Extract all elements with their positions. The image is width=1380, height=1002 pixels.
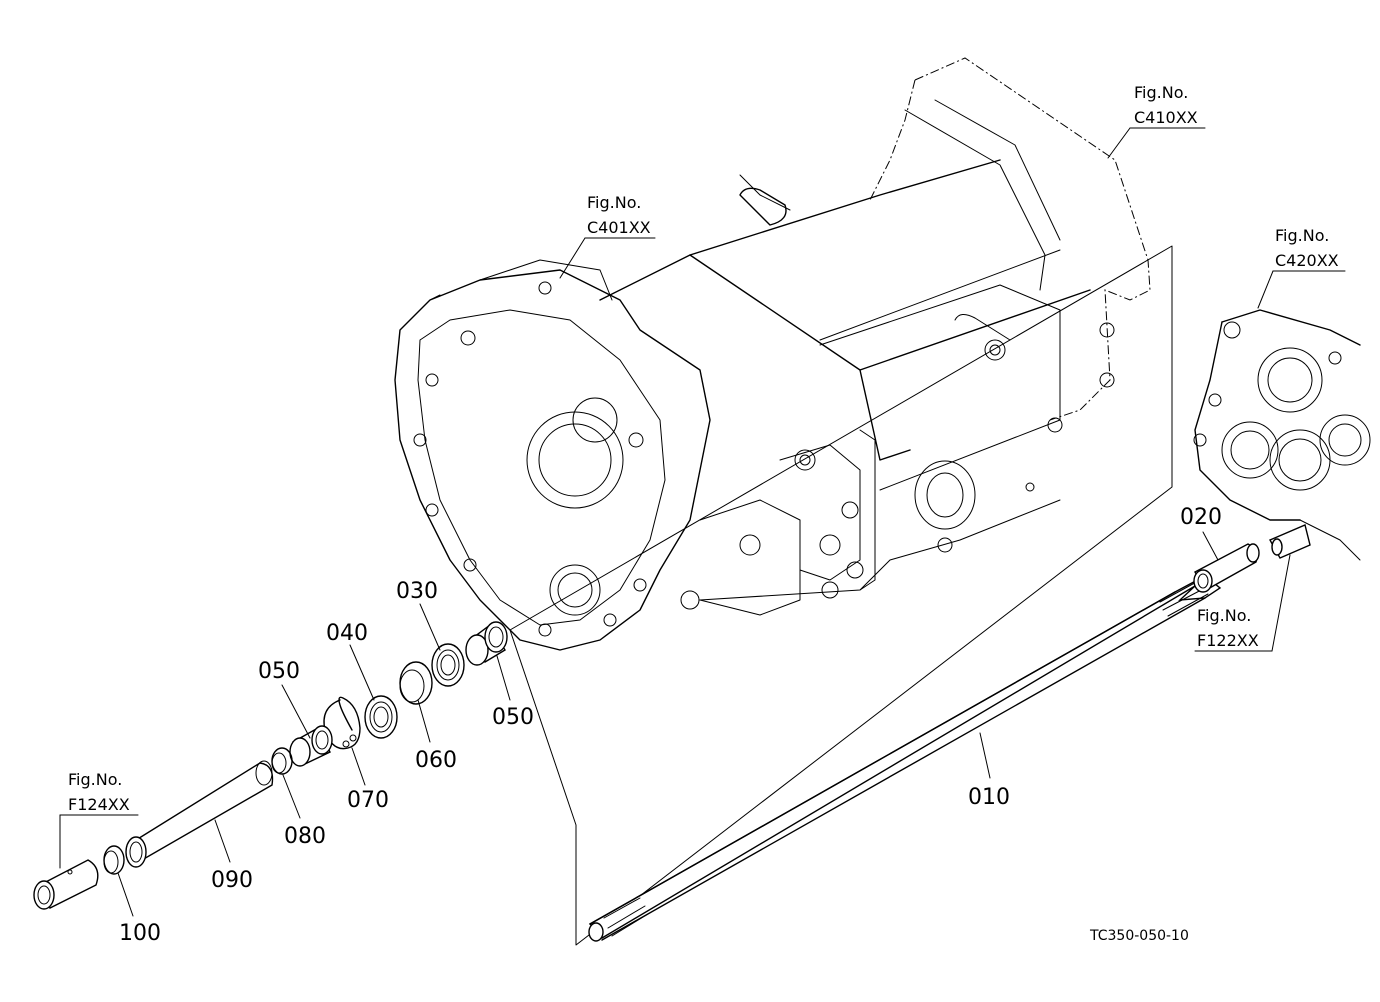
figure-ref-c401-line2: C401XX xyxy=(587,218,651,237)
callout-060: 060 xyxy=(415,748,457,773)
transmission-housing xyxy=(394,57,1151,651)
callout-100: 100 xyxy=(119,921,161,946)
leader-lines xyxy=(59,127,1346,917)
callout-050-lower: 050 xyxy=(258,659,300,684)
bearing-030 xyxy=(431,643,465,687)
callout-070: 070 xyxy=(347,788,389,813)
figure-ref-f124: Fig.No. F124XX xyxy=(68,770,130,814)
callout-050-upper: 050 xyxy=(492,705,534,730)
figure-ref-c410-line1: Fig.No. xyxy=(1134,83,1188,102)
rear-housing-partial xyxy=(1193,309,1371,561)
main-shaft-010 xyxy=(588,575,1222,942)
pipe-090 xyxy=(125,760,274,868)
bushing-050-lower xyxy=(289,725,333,767)
figure-ref-f124-line2: F124XX xyxy=(68,795,130,814)
drawing-code: TC350-050-10 xyxy=(1089,928,1189,944)
callout-030: 030 xyxy=(396,579,438,604)
figure-ref-c420-line1: Fig.No. xyxy=(1275,226,1329,245)
figure-ref-c401-line1: Fig.No. xyxy=(587,193,641,212)
callout-010: 010 xyxy=(968,785,1010,810)
callout-020: 020 xyxy=(1180,505,1222,530)
shaft-020 xyxy=(1193,524,1311,593)
figure-ref-c420-line2: C420XX xyxy=(1275,251,1339,270)
o-ring-080 xyxy=(271,747,293,775)
figure-ref-f124-line1: Fig.No. xyxy=(68,770,122,789)
o-ring-100 xyxy=(103,845,125,875)
figure-ref-f122-line1: Fig.No. xyxy=(1197,606,1251,625)
callout-040: 040 xyxy=(326,621,368,646)
figure-ref-c420: Fig.No. C420XX xyxy=(1275,226,1339,270)
figure-ref-c401: Fig.No. C401XX xyxy=(587,193,651,237)
bushing-050-upper xyxy=(465,621,508,666)
callout-090: 090 xyxy=(211,868,253,893)
figure-ref-f122: Fig.No. F122XX xyxy=(1197,606,1259,650)
callout-080: 080 xyxy=(284,824,326,849)
figure-ref-c410-line2: C410XX xyxy=(1134,108,1198,127)
shaft-group-frame xyxy=(509,245,1173,946)
bearing-040 xyxy=(364,695,398,739)
collar-060 xyxy=(399,661,433,705)
figure-ref-f122-line2: F122XX xyxy=(1197,631,1259,650)
figure-ref-c410: Fig.No. C410XX xyxy=(1134,83,1198,127)
coupling-f124 xyxy=(33,859,99,910)
